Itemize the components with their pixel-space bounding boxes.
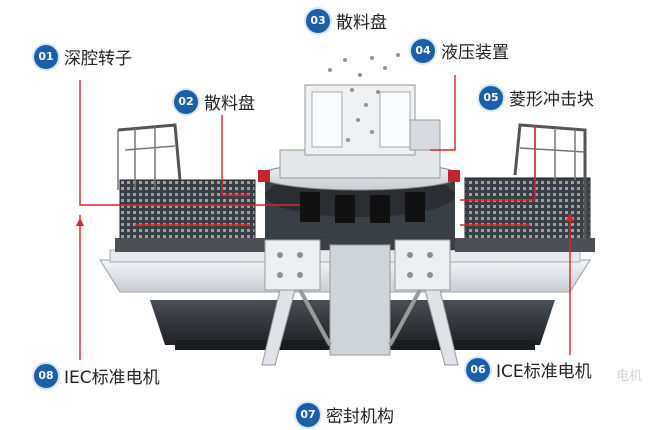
arrow-06 [566,213,574,221]
feed-hopper [304,53,441,156]
callout-number-03: 03 [306,8,330,33]
callout-05: 05 菱形冲击块 [479,85,594,110]
callout-07: 07 密封机构 [296,402,394,427]
callout-06: 06 ICE标准电机 [466,357,592,382]
crusher-body [258,149,461,250]
callout-label-disc: 散料盘 [336,13,387,33]
callout-label-hydraulic: 液压装置 [441,43,509,63]
support-structure [261,239,459,366]
callout-number-06: 06 [466,357,490,382]
callout-number-07: 07 [296,402,320,427]
leader-05 [460,125,536,201]
callout-03: 03 散料盘 [306,8,387,33]
callout-label-ice-motor: ICE标准电机 [496,362,592,382]
leader-02 [221,115,250,196]
watermark-text: 电机 [616,369,643,384]
callout-label-iec-motor: IEC标准电机 [64,368,160,388]
callout-label-impact-block: 菱形冲击块 [509,90,594,110]
leader-01 [79,80,300,206]
callout-02: 02 散料盘 [174,89,255,114]
callout-number-05: 05 [479,85,503,110]
callout-04: 04 液压装置 [411,38,509,63]
callout-number-08: 08 [34,363,58,388]
callout-number-02: 02 [174,89,198,114]
leader-lines [79,75,571,360]
arrow-08 [76,218,84,226]
callout-number-04: 04 [411,38,435,63]
left-platform [115,123,265,252]
callout-label-guard: 散料盘 [204,94,255,114]
leader-04 [430,75,456,151]
callout-08: 08 IEC标准电机 [34,363,160,388]
callout-01: 01 深腔转子 [34,44,132,69]
callout-number-01: 01 [34,44,58,69]
callout-label-seal: 密封机构 [326,407,394,427]
right-platform [455,123,595,252]
callout-label-rotor: 深腔转子 [64,49,132,69]
